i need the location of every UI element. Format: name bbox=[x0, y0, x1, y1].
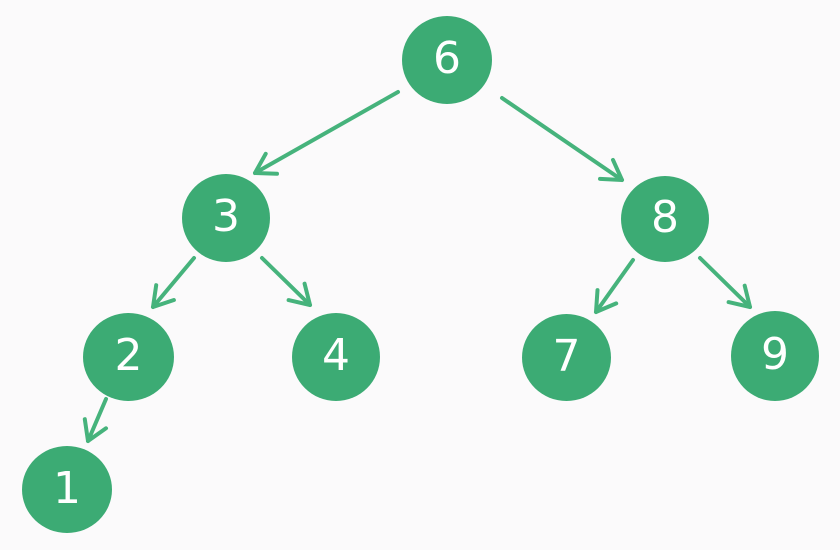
edge-3-to-4-arrowhead bbox=[286, 281, 312, 307]
tree-node-6: 6 bbox=[402, 16, 492, 104]
edge-6-to-8-arrowhead bbox=[598, 157, 624, 182]
tree-node-1: 1 bbox=[22, 446, 112, 533]
node-label: 7 bbox=[552, 330, 581, 382]
edge-2-to-1-arrowhead bbox=[82, 417, 108, 443]
tree-node-9: 9 bbox=[731, 311, 819, 401]
edge-2-to-1 bbox=[82, 397, 108, 443]
tree-node-8: 8 bbox=[621, 176, 709, 262]
edge-6-to-3-line bbox=[253, 90, 400, 175]
edge-3-to-2-arrowhead bbox=[151, 283, 176, 309]
edge-6-to-3 bbox=[253, 90, 400, 176]
node-label: 4 bbox=[322, 330, 350, 381]
node-label: 1 bbox=[53, 462, 81, 514]
edge-8-to-9 bbox=[698, 256, 752, 309]
edge-8-to-9-line bbox=[698, 256, 752, 309]
node-label: 3 bbox=[212, 191, 240, 242]
edge-2-to-1-line bbox=[86, 397, 108, 443]
tree-node-3: 3 bbox=[182, 174, 270, 262]
edge-8-to-7-line bbox=[594, 258, 635, 314]
edge-6-to-8-line bbox=[500, 96, 624, 182]
node-label: 9 bbox=[761, 329, 789, 380]
tree-node-7: 7 bbox=[522, 314, 611, 401]
edge-8-to-7-arrowhead bbox=[594, 288, 619, 314]
edge-3-to-2 bbox=[151, 256, 196, 309]
edge-6-to-3-arrowhead bbox=[253, 151, 279, 176]
edge-3-to-4-line bbox=[260, 256, 312, 307]
edge-8-to-9-arrowhead bbox=[726, 283, 752, 309]
node-label: 8 bbox=[651, 192, 679, 243]
edge-6-to-8 bbox=[500, 96, 624, 182]
tree-node-2: 2 bbox=[83, 313, 174, 401]
edge-3-to-2-line bbox=[151, 256, 196, 309]
node-label: 2 bbox=[114, 330, 143, 381]
edge-3-to-4 bbox=[260, 256, 312, 307]
edge-8-to-7 bbox=[594, 258, 635, 314]
node-label: 6 bbox=[433, 33, 461, 84]
tree-node-4: 4 bbox=[292, 313, 380, 401]
